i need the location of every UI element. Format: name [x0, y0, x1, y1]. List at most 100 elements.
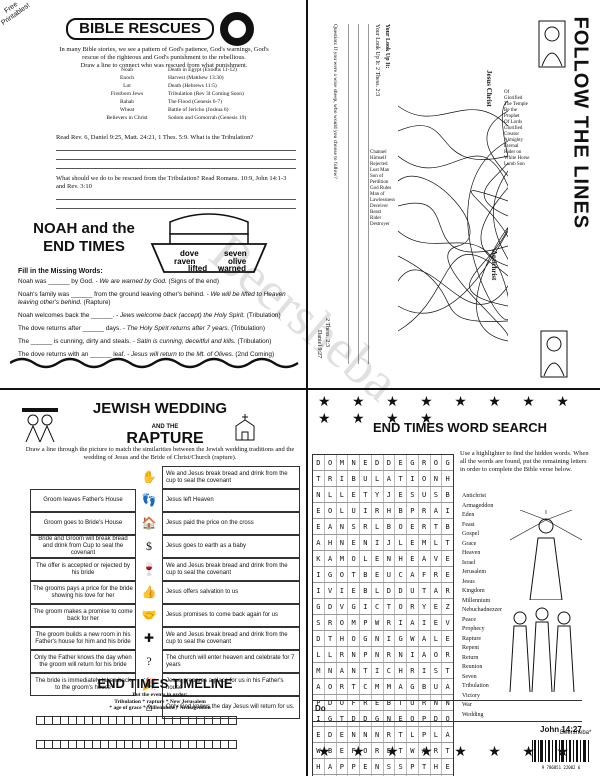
grid-letter[interactable]: D — [313, 455, 325, 470]
grid-letter[interactable]: B — [395, 503, 407, 518]
grid-letter[interactable]: I — [372, 535, 384, 550]
grid-letter[interactable]: G — [325, 567, 337, 582]
grid-letter[interactable]: U — [360, 471, 372, 486]
grid-letter[interactable]: T — [419, 583, 431, 598]
grid-letter[interactable]: E — [337, 727, 349, 742]
grid-letter[interactable]: G — [372, 711, 384, 726]
grid-letter[interactable]: T — [313, 471, 325, 486]
grid-letter[interactable]: A — [445, 731, 450, 739]
grid-letter[interactable]: I — [337, 471, 349, 486]
grid-letter[interactable]: O — [419, 471, 431, 486]
grid-letter[interactable]: H — [325, 535, 337, 550]
grid-letter[interactable]: M — [348, 615, 360, 630]
grid-letter[interactable]: J — [384, 535, 396, 550]
grid-letter[interactable]: N — [348, 663, 360, 678]
grid-letter[interactable]: I — [419, 615, 431, 630]
grid-letter[interactable]: D — [431, 711, 443, 726]
grid-letter[interactable]: T — [348, 567, 360, 582]
answer-line[interactable] — [56, 200, 296, 209]
grid-letter[interactable]: M — [384, 679, 396, 694]
grid-letter[interactable]: D — [348, 711, 360, 726]
grid-letter[interactable]: I — [445, 507, 450, 515]
grid-letter[interactable]: E — [407, 519, 419, 534]
grid-letter[interactable]: P — [407, 759, 419, 774]
grid-letter[interactable]: A — [337, 663, 349, 678]
grid-letter[interactable]: I — [313, 583, 325, 598]
grid-letter[interactable]: N — [384, 711, 396, 726]
grid-letter[interactable]: I — [313, 711, 325, 726]
grid-letter[interactable]: G — [407, 679, 419, 694]
grid-letter[interactable]: A — [445, 683, 450, 691]
grid-letter[interactable]: A — [419, 743, 431, 758]
grid-letter[interactable]: S — [313, 615, 325, 630]
grid-letter[interactable]: M — [337, 455, 349, 470]
grid-letter[interactable]: H — [395, 663, 407, 678]
grid-letter[interactable]: R — [360, 519, 372, 534]
grid-letter[interactable]: E — [313, 503, 325, 518]
grid-letter[interactable]: D — [325, 727, 337, 742]
grid-letter[interactable]: D — [325, 599, 337, 614]
grid-letter[interactable]: O — [395, 519, 407, 534]
grid-letter[interactable]: A — [384, 471, 396, 486]
grid-letter[interactable]: A — [407, 567, 419, 582]
grid-letter[interactable]: A — [407, 615, 419, 630]
grid-letter[interactable]: R — [445, 587, 450, 595]
grid-letter[interactable]: T — [431, 519, 443, 534]
grid-letter[interactable]: L — [372, 519, 384, 534]
verse-answer-line[interactable]: Do — [312, 700, 582, 722]
grid-letter[interactable]: P — [313, 695, 325, 710]
grid-letter[interactable]: E — [372, 551, 384, 566]
grid-letter[interactable]: B — [325, 743, 337, 758]
grid-letter[interactable]: I — [337, 583, 349, 598]
grid-letter[interactable]: E — [384, 743, 396, 758]
grid-letter[interactable]: O — [407, 711, 419, 726]
grid-letter[interactable]: C — [372, 599, 384, 614]
answer-line[interactable] — [56, 142, 296, 151]
grid-letter[interactable]: E — [445, 635, 450, 643]
grid-letter[interactable]: G — [395, 631, 407, 646]
grid-letter[interactable]: I — [407, 647, 419, 662]
grid-letter[interactable]: N — [384, 551, 396, 566]
grid-letter[interactable]: R — [337, 679, 349, 694]
grid-letter[interactable]: L — [325, 487, 337, 502]
grid-letter[interactable]: N — [360, 727, 372, 742]
grid-letter[interactable]: L — [337, 503, 349, 518]
grid-letter[interactable]: T — [360, 663, 372, 678]
grid-letter[interactable]: I — [407, 471, 419, 486]
answer-line[interactable] — [56, 151, 296, 160]
grid-letter[interactable]: O — [445, 715, 450, 723]
grid-letter[interactable]: F — [348, 695, 360, 710]
grid-letter[interactable]: A — [313, 679, 325, 694]
grid-letter[interactable]: E — [348, 583, 360, 598]
grid-letter[interactable]: A — [325, 759, 337, 774]
grid-letter[interactable]: R — [372, 743, 384, 758]
grid-letter[interactable]: U — [419, 487, 431, 502]
timeline-boxes-row[interactable] — [36, 716, 237, 725]
grid-letter[interactable]: A — [395, 679, 407, 694]
grid-letter[interactable]: T — [325, 631, 337, 646]
grid-letter[interactable]: I — [313, 567, 325, 582]
grid-letter[interactable]: O — [348, 631, 360, 646]
grid-letter[interactable]: E — [348, 487, 360, 502]
grid-letter[interactable]: M — [337, 551, 349, 566]
grid-letter[interactable]: W — [407, 631, 419, 646]
grid-letter[interactable]: V — [445, 619, 450, 627]
grid-letter[interactable]: P — [419, 711, 431, 726]
grid-letter[interactable]: O — [395, 599, 407, 614]
grid-letter[interactable]: N — [348, 455, 360, 470]
grid-letter[interactable]: D — [325, 695, 337, 710]
grid-letter[interactable]: I — [395, 615, 407, 630]
grid-letter[interactable]: K — [313, 551, 325, 566]
grid-letter[interactable]: O — [337, 567, 349, 582]
grid-letter[interactable]: B — [419, 679, 431, 694]
grid-letter[interactable]: H — [431, 759, 443, 774]
grid-letter[interactable]: T — [395, 743, 407, 758]
grid-letter[interactable]: G — [445, 459, 450, 467]
grid-letter[interactable]: R — [384, 615, 396, 630]
grid-letter[interactable]: Y — [372, 487, 384, 502]
grid-letter[interactable]: D — [372, 455, 384, 470]
grid-letter[interactable]: W — [313, 743, 325, 758]
grid-letter[interactable]: G — [313, 599, 325, 614]
grid-letter[interactable]: G — [360, 631, 372, 646]
